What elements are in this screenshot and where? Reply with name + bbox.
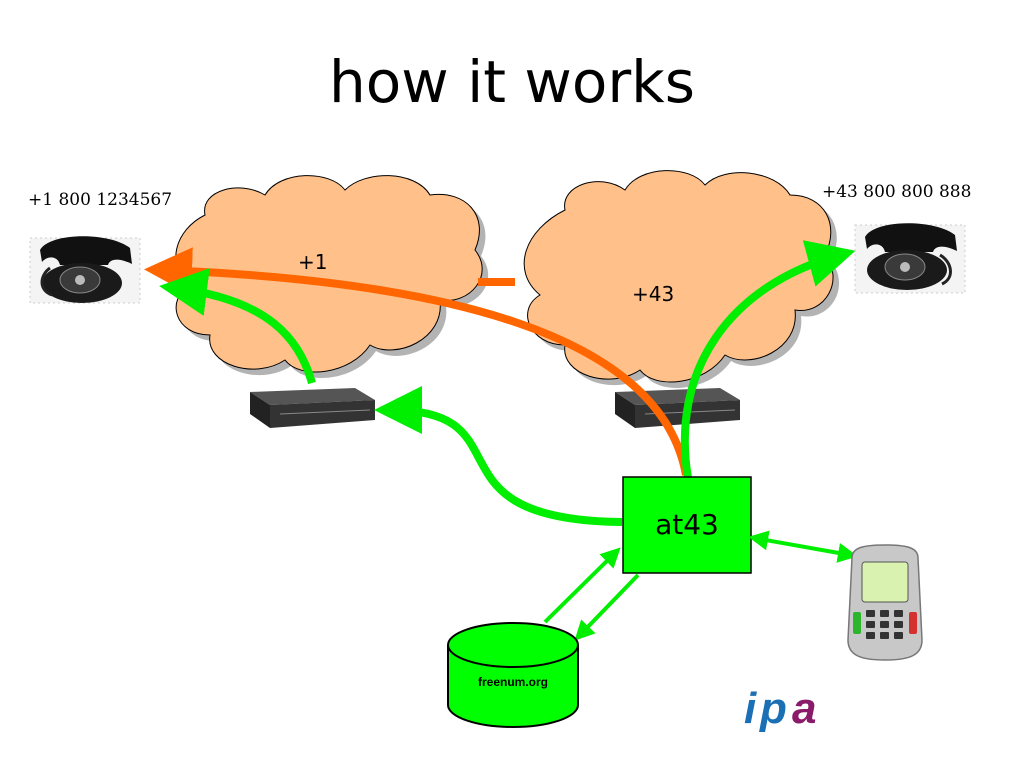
green-path-left-gateway	[159, 268, 316, 385]
right-phone-number: +43 800 800 888	[822, 182, 972, 202]
gateway-right-icon	[615, 388, 740, 428]
telephone-left-icon	[29, 236, 141, 304]
ipa-logo: i p a	[744, 684, 844, 734]
cloud-right-label: +43	[632, 282, 675, 306]
server-softphone-link	[748, 530, 858, 563]
server-box	[622, 476, 752, 574]
softphone-icon	[847, 544, 923, 661]
logo-letter-p: p	[760, 684, 787, 733]
green-path-right-phone	[680, 240, 856, 479]
green-path-server-to-gateway	[374, 386, 623, 526]
logo-letter-a: a	[792, 684, 817, 733]
telephone-right-icon	[854, 223, 966, 294]
logo-letter-i: i	[744, 684, 756, 733]
gateway-left-icon	[250, 388, 375, 428]
db-query-arrow	[543, 547, 621, 624]
server-label: at43	[655, 508, 719, 541]
database-label: freenum.org	[477, 675, 548, 689]
left-phone-number: +1 800 1234567	[28, 190, 173, 210]
database-cylinder	[447, 622, 579, 728]
cloud-left-label: +1	[298, 250, 328, 274]
page-title: how it works	[329, 48, 695, 116]
db-response-arrow	[574, 573, 640, 641]
orange-call-path	[144, 247, 690, 476]
